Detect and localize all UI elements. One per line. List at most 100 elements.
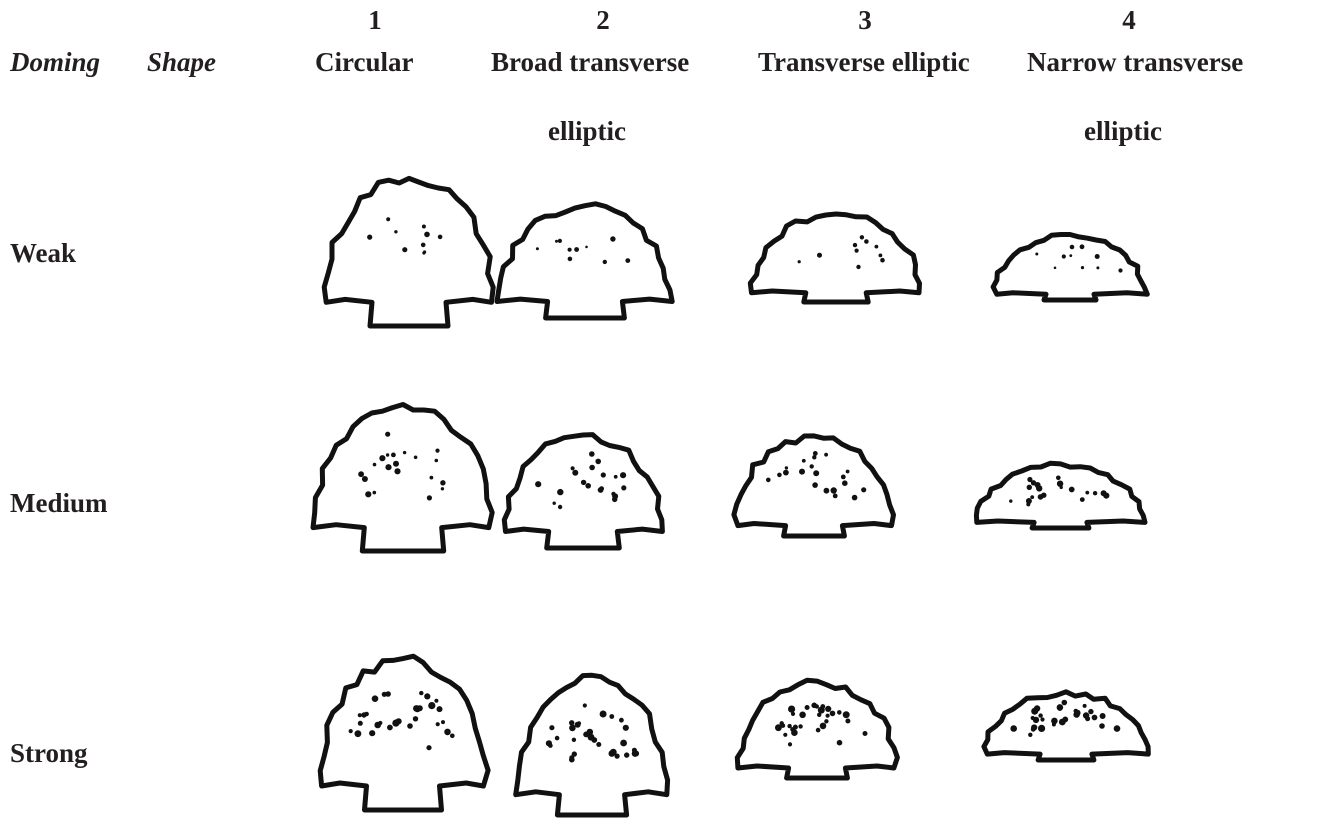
rib-speckle [1059,719,1066,726]
shape-outline [516,675,668,815]
column-name-broad-transverse: Broad transverse [491,47,689,77]
rib-speckle [1088,709,1093,714]
rib-speckle [830,711,836,717]
rib-speckle [864,239,869,244]
rib-speckle [600,711,607,718]
rib-speckle [793,725,798,730]
rib-speckle [583,703,587,707]
rib-speckle [1118,268,1122,272]
rib-speckle [1114,725,1121,732]
rib-speckle [620,472,626,478]
rib-speckle [421,243,426,248]
row-label-medium: Medium [10,488,108,518]
rib-speckle [619,718,624,723]
column-name-transverse-elliptic: Transverse elliptic [758,47,970,77]
rib-speckle [1030,495,1034,499]
rib-speckle [414,456,418,460]
rib-speckle [1035,253,1038,256]
shape-outline [993,235,1147,301]
rib-speckle [1033,717,1039,723]
rib-speckle [577,721,581,725]
rib-speckle [783,733,787,737]
rib-speckle [611,492,615,496]
rib-speckle [1057,481,1063,487]
rib-speckle [1070,245,1075,250]
shape-strong-narrow-transverse-elliptic [985,686,1147,760]
rib-speckle [860,235,864,239]
rib-speckle [846,470,850,474]
rib-speckle [1040,717,1044,721]
rib-speckle [787,724,791,728]
shape-medium-transverse-elliptic [735,432,893,536]
rib-speckle [549,725,554,730]
rib-speckle [614,475,618,479]
rib-speckle [555,736,560,741]
column-number-1: 1 [345,5,405,35]
rib-speckle [385,432,390,437]
row-label-weak: Weak [10,238,76,268]
rib-speckle [558,239,562,243]
rib-speckle [571,466,575,470]
rib-speckle [358,471,364,477]
rib-speckle [805,705,810,710]
rib-speckle [788,706,795,713]
rib-speckle [824,719,828,723]
rib-speckle [1085,716,1090,721]
rib-speckle [1038,725,1045,732]
rib-speckle [799,469,805,475]
rib-speckle [612,497,617,502]
rib-speckle [861,487,866,492]
rib-speckle [799,712,806,719]
rib-speckle [783,470,789,476]
rib-speckle [843,711,850,718]
rib-speckle [625,258,630,263]
rib-speckle [1099,723,1105,729]
rib-speckle [1057,704,1064,711]
rib-speckle [535,481,541,487]
rib-speckle [361,712,366,717]
rib-speckle [438,235,443,240]
rib-speckle [386,217,390,221]
rib-speckle [365,491,371,497]
rib-speckle [845,719,850,724]
rib-speckle [587,729,594,736]
rib-speckle [367,235,372,240]
rib-speckle [620,740,627,747]
rib-speckle [536,247,539,250]
rib-speckle [422,225,426,229]
rib-speckle [802,459,806,463]
rib-speckle [785,466,788,469]
rib-speckle [349,729,353,733]
rib-speckle [1096,266,1099,269]
shape-strong-circular [320,660,486,810]
rib-speckle [435,459,439,463]
rib-speckle [558,505,562,509]
shape-outline [324,178,493,326]
rib-speckle [781,723,786,728]
rib-speckle [1009,499,1012,502]
rib-speckle [430,476,434,480]
rib-speckle [407,723,413,729]
rib-speckle [1085,491,1089,495]
rib-speckle [603,260,607,264]
column-number-4: 4 [1099,5,1159,35]
rib-speckle [609,714,614,719]
shape-outline [320,656,488,810]
rib-speckle [435,449,439,453]
row-label-strong: Strong [10,738,88,768]
rib-speckle [1038,494,1044,500]
rib-speckle [391,453,396,458]
rib-speckle [596,742,601,747]
rib-speckle [444,729,451,736]
rib-speckle [1081,266,1084,269]
rib-speckle [572,470,578,476]
rib-speckle [424,693,430,699]
shape-weak-transverse-elliptic [752,210,920,302]
rib-speckle [798,260,801,263]
shape-medium-narrow-transverse-elliptic [978,458,1143,528]
rib-speckle [623,725,629,731]
column-name-narrow-transverse: Narrow transverse [1027,47,1243,77]
rib-speckle [1031,480,1036,485]
shape-weak-circular [325,178,493,326]
shape-medium-circular [315,405,491,551]
